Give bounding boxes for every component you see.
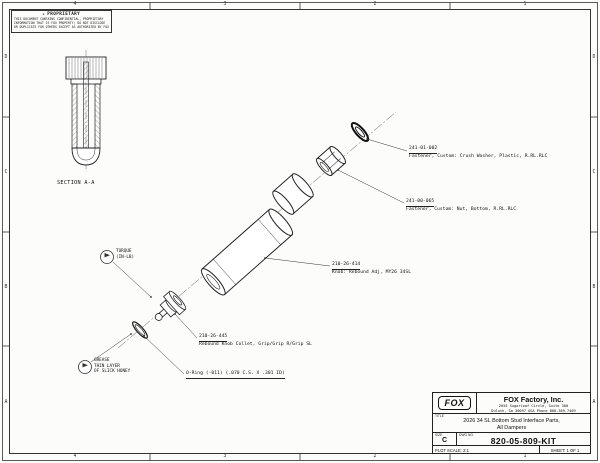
drawing-number: 820-05-809-KIT xyxy=(490,436,557,447)
zone-number-bottom-2: 2 xyxy=(373,454,377,459)
company-address-line1: 2055 Sugarloaf Circle, Suite 300 xyxy=(498,404,569,408)
part-number: O-Ring (-011) (.070 C.S. X .301 ID) xyxy=(186,371,285,379)
part-description: Fastener, Custom: Nut, Bottom, R.RL.RLC xyxy=(406,206,517,212)
rebound-knob-part xyxy=(200,208,294,296)
proprietary-line: OR DUPLICATE FOR OTHERS EXCEPT AS AUTHOR… xyxy=(14,25,109,30)
part-number: 241-00-065 xyxy=(406,199,435,207)
part-description: Fastener, Custom: Crush Washer, Plastic,… xyxy=(409,153,548,159)
zone-letter-left-b: B xyxy=(4,285,8,290)
grease-flag-icon xyxy=(78,360,92,374)
zone-letter-right-b: B xyxy=(592,285,596,290)
torque-flag-icon xyxy=(100,250,114,264)
callout-knob-collet: 210-26-445 Rebound Knob Collet, Grip/Gri… xyxy=(199,334,312,348)
callout-crush-washer: 241-01-002 Fastener, Custom: Crush Washe… xyxy=(409,146,547,160)
section-view xyxy=(65,50,107,172)
zone-letter-left-c: C xyxy=(4,170,8,175)
proprietary-line: INFORMATION THAT IS FOX PROPERTY; DO NOT… xyxy=(14,21,106,26)
drawing-title-line1: 2026 34 SL Bottom Stud Interface Parts, xyxy=(463,418,560,425)
proprietary-line: THIS DOCUMENT CONTAINS CONFIDENTIAL, PRO… xyxy=(14,17,104,21)
zone-letter-left-d: D xyxy=(4,55,8,60)
zone-number-top-1: 1 xyxy=(523,2,527,7)
part-number: 210-26-414 xyxy=(332,262,361,270)
callout-rebound-knob: 210-26-414 Knob: Rebound Adj, MY26 34SL xyxy=(332,262,411,276)
part-number: 241-01-002 xyxy=(409,146,438,154)
o-ring-part xyxy=(131,321,149,339)
zone-letter-right-d: D xyxy=(592,55,596,60)
title-label: TITLE xyxy=(435,414,444,418)
company-address-line2: Duluth, Ga 30097 USA Phone 800-369-7469 xyxy=(491,408,576,413)
proprietary-header: PROPRIETARY xyxy=(47,12,81,17)
zone-number-top-4: 4 xyxy=(73,2,77,7)
callout-bottom-nut: 241-00-065 Fastener, Custom: Nut, Bottom… xyxy=(406,199,516,213)
proprietary-notice: ► PROPRIETARY THIS DOCUMENT CONTAINS CON… xyxy=(11,10,112,33)
part-description: Knob: Rebound Adj, MY26 34SL xyxy=(332,269,412,275)
callout-o-ring: O-Ring (-011) (.070 C.S. X .301 ID) xyxy=(186,371,285,379)
leader-lines xyxy=(90,138,408,375)
sheet-number: SHEET: 1 OF 1 xyxy=(550,447,580,453)
grease-note: GREASE THIN LAYER OF SLICK HONEY xyxy=(94,358,131,375)
title-block: FOX FOX Factory, Inc. 2055 Sugarloaf Cir… xyxy=(432,392,591,454)
zone-number-bottom-1: 1 xyxy=(523,454,527,459)
company-name: FOX Factory, Inc. xyxy=(503,395,564,404)
collet-part xyxy=(154,290,187,321)
dwg-no-label: DWG NO. xyxy=(459,433,474,437)
size-label: SIZE xyxy=(435,433,443,437)
plot-scale: PLOT SCALE: 2:1 xyxy=(433,446,540,454)
zone-letter-right-a: A xyxy=(592,400,596,405)
zone-letter-right-c: C xyxy=(592,170,596,175)
zone-number-bottom-3: 3 xyxy=(223,454,227,459)
torque-note: TORQUE (IN-LB) xyxy=(116,249,135,260)
fox-logo-text: FOX xyxy=(438,396,471,410)
size-value: C xyxy=(441,437,448,445)
part-number: 210-26-445 xyxy=(199,334,228,342)
zone-number-bottom-4: 4 xyxy=(73,454,77,459)
fox-logo: FOX xyxy=(433,393,477,413)
proprietary-arrow-icon: ► xyxy=(42,11,46,16)
zone-number-top-2: 2 xyxy=(373,2,377,7)
drawing-title-line2: All Dampers xyxy=(496,425,527,432)
zone-number-top-3: 3 xyxy=(223,2,227,7)
knob-sleeve-part xyxy=(272,173,314,215)
zone-letter-left-a: A xyxy=(4,400,8,405)
part-description: Rebound Knob Collet, Grip/Grip R/Grip SL xyxy=(199,341,312,347)
bottom-nut-part xyxy=(316,145,346,177)
section-label: SECTION A-A xyxy=(57,180,95,186)
crush-washer-part xyxy=(350,121,370,143)
